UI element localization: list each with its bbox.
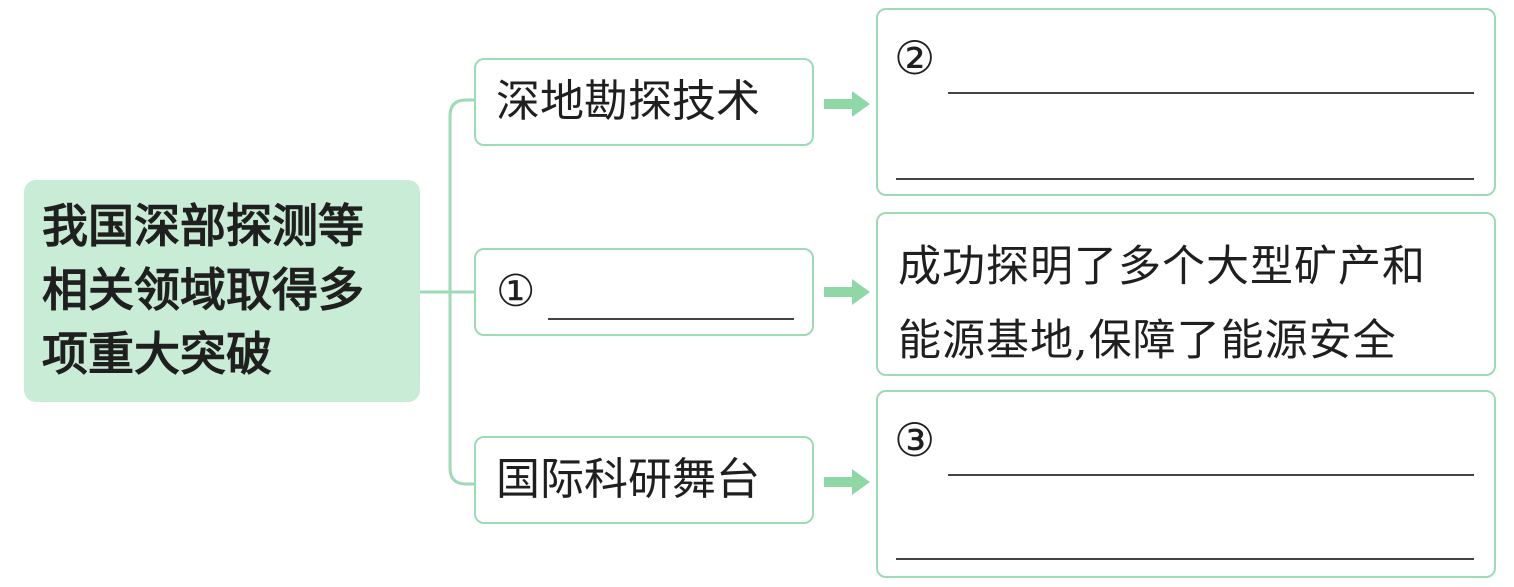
main-topic-line-2: 相关领域取得多	[42, 263, 364, 317]
arrow-right-icon	[824, 91, 870, 117]
branch-blank-1: ①	[474, 248, 814, 336]
blank-2-number: ②	[894, 31, 936, 85]
main-topic-line-3: 项重大突破	[42, 327, 272, 381]
branch-deep-exploration: 深地勘探技术	[474, 58, 814, 146]
energy-security-line-1: 成功探明了多个大型矿产和	[898, 242, 1426, 292]
blank-2-answer-line-1	[948, 92, 1474, 94]
main-topic-line-1: 我国深部探测等	[42, 199, 364, 253]
result-box-blank-3: ③	[876, 390, 1496, 578]
branch-deep-exploration-label: 深地勘探技术	[496, 76, 760, 127]
blank-1-answer-line	[548, 318, 794, 320]
energy-security-line-2: 能源基地,保障了能源安全	[898, 316, 1397, 366]
blank-1-number: ①	[496, 266, 536, 317]
main-topic-box: 我国深部探测等 相关领域取得多 项重大突破	[24, 180, 420, 402]
blank-3-answer-line-2	[896, 558, 1474, 560]
energy-security-text: 成功探明了多个大型矿产和 能源基地,保障了能源安全	[898, 230, 1426, 378]
result-box-energy-security: 成功探明了多个大型矿产和 能源基地,保障了能源安全	[876, 212, 1496, 376]
branch-international-stage: 国际科研舞台	[474, 436, 814, 524]
blank-3-answer-line-1	[948, 474, 1474, 476]
arrow-right-icon	[824, 469, 870, 495]
branch-bracket	[448, 98, 474, 486]
blank-2-answer-line-2	[896, 178, 1474, 180]
branch-international-stage-label: 国际科研舞台	[496, 454, 760, 505]
result-box-blank-2: ②	[876, 8, 1496, 196]
arrow-right-icon	[824, 279, 870, 305]
blank-3-number: ③	[894, 413, 936, 467]
